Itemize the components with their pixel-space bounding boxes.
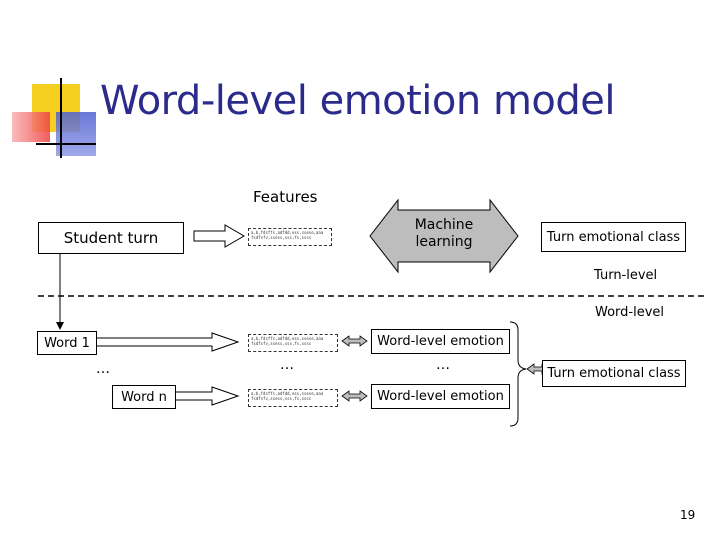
brace [509,321,527,427]
page-number: 19 [680,508,696,522]
word-level-emotion-label-2: Word-level emotion [377,389,504,404]
feature-vector-word1: a,b,fdsffs,adfdd,ess,ssese,aaa fsdfsfv,s… [248,334,338,352]
student-turn-arrow [193,224,245,248]
logo-red-square [12,112,50,142]
word1-box: Word 1 [37,331,97,355]
machine-learning-arrow [369,198,519,274]
machine-learning-label: Machine learning [414,217,474,250]
word-level-emotion-label-1: Word-level emotion [377,334,504,349]
word-level-emotion-box-2: Word-level emotion [371,384,510,409]
wordn-box: Word n [112,385,176,409]
feature-vector-wordn-text: a,b,fdsffs,adfdd,ess,ssese,aaa fsdfsfv,s… [251,391,324,401]
turn-emotional-class-bottom-label: Turn emotional class [547,366,681,381]
logo-blue-square [56,112,96,156]
ellipsis-features: … [280,357,294,373]
word1-double-arrow [341,335,368,347]
turn-emotional-class-top-label: Turn emotional class [546,229,681,245]
student-turn-down-arrowhead [56,322,64,330]
feature-vector-wordn: a,b,fdsffs,adfdd,ess,ssese,aaa fsdfsfv,s… [248,389,338,407]
wordn-arrow [174,386,240,406]
logo-decoration [0,0,100,160]
student-turn-box: Student turn [38,222,184,254]
feature-vector-turn: a,b,fdsffs,adfdd,ess,ssese,aaa fsdfsfv,s… [248,228,332,246]
turn-emotional-class-bottom-box: Turn emotional class [542,360,686,387]
logo-horizontal-line [36,143,96,145]
word1-label: Word 1 [44,335,90,351]
wordn-label: Word n [121,389,167,405]
feature-vector-turn-text: a,b,fdsffs,adfdd,ess,ssese,aaa fsdfsfv,s… [251,230,324,240]
word-level-emotion-box-1: Word-level emotion [371,329,510,354]
ellipsis-emotions: … [436,357,450,373]
turn-emotional-class-top-box: Turn emotional class [541,222,686,252]
student-turn-label: Student turn [63,229,159,247]
wordn-double-arrow [341,390,368,402]
logo-vertical-line [60,78,62,158]
slide-title: Word-level emotion model [100,78,616,124]
ellipsis-words: … [96,361,110,377]
features-label: Features [253,188,318,206]
word-level-label: Word-level [595,305,665,320]
feature-vector-word1-text: a,b,fdsffs,adfdd,ess,ssese,aaa fsdfsfv,s… [251,336,324,346]
turn-level-label: Turn-level [594,268,658,283]
word1-arrow [95,332,240,352]
